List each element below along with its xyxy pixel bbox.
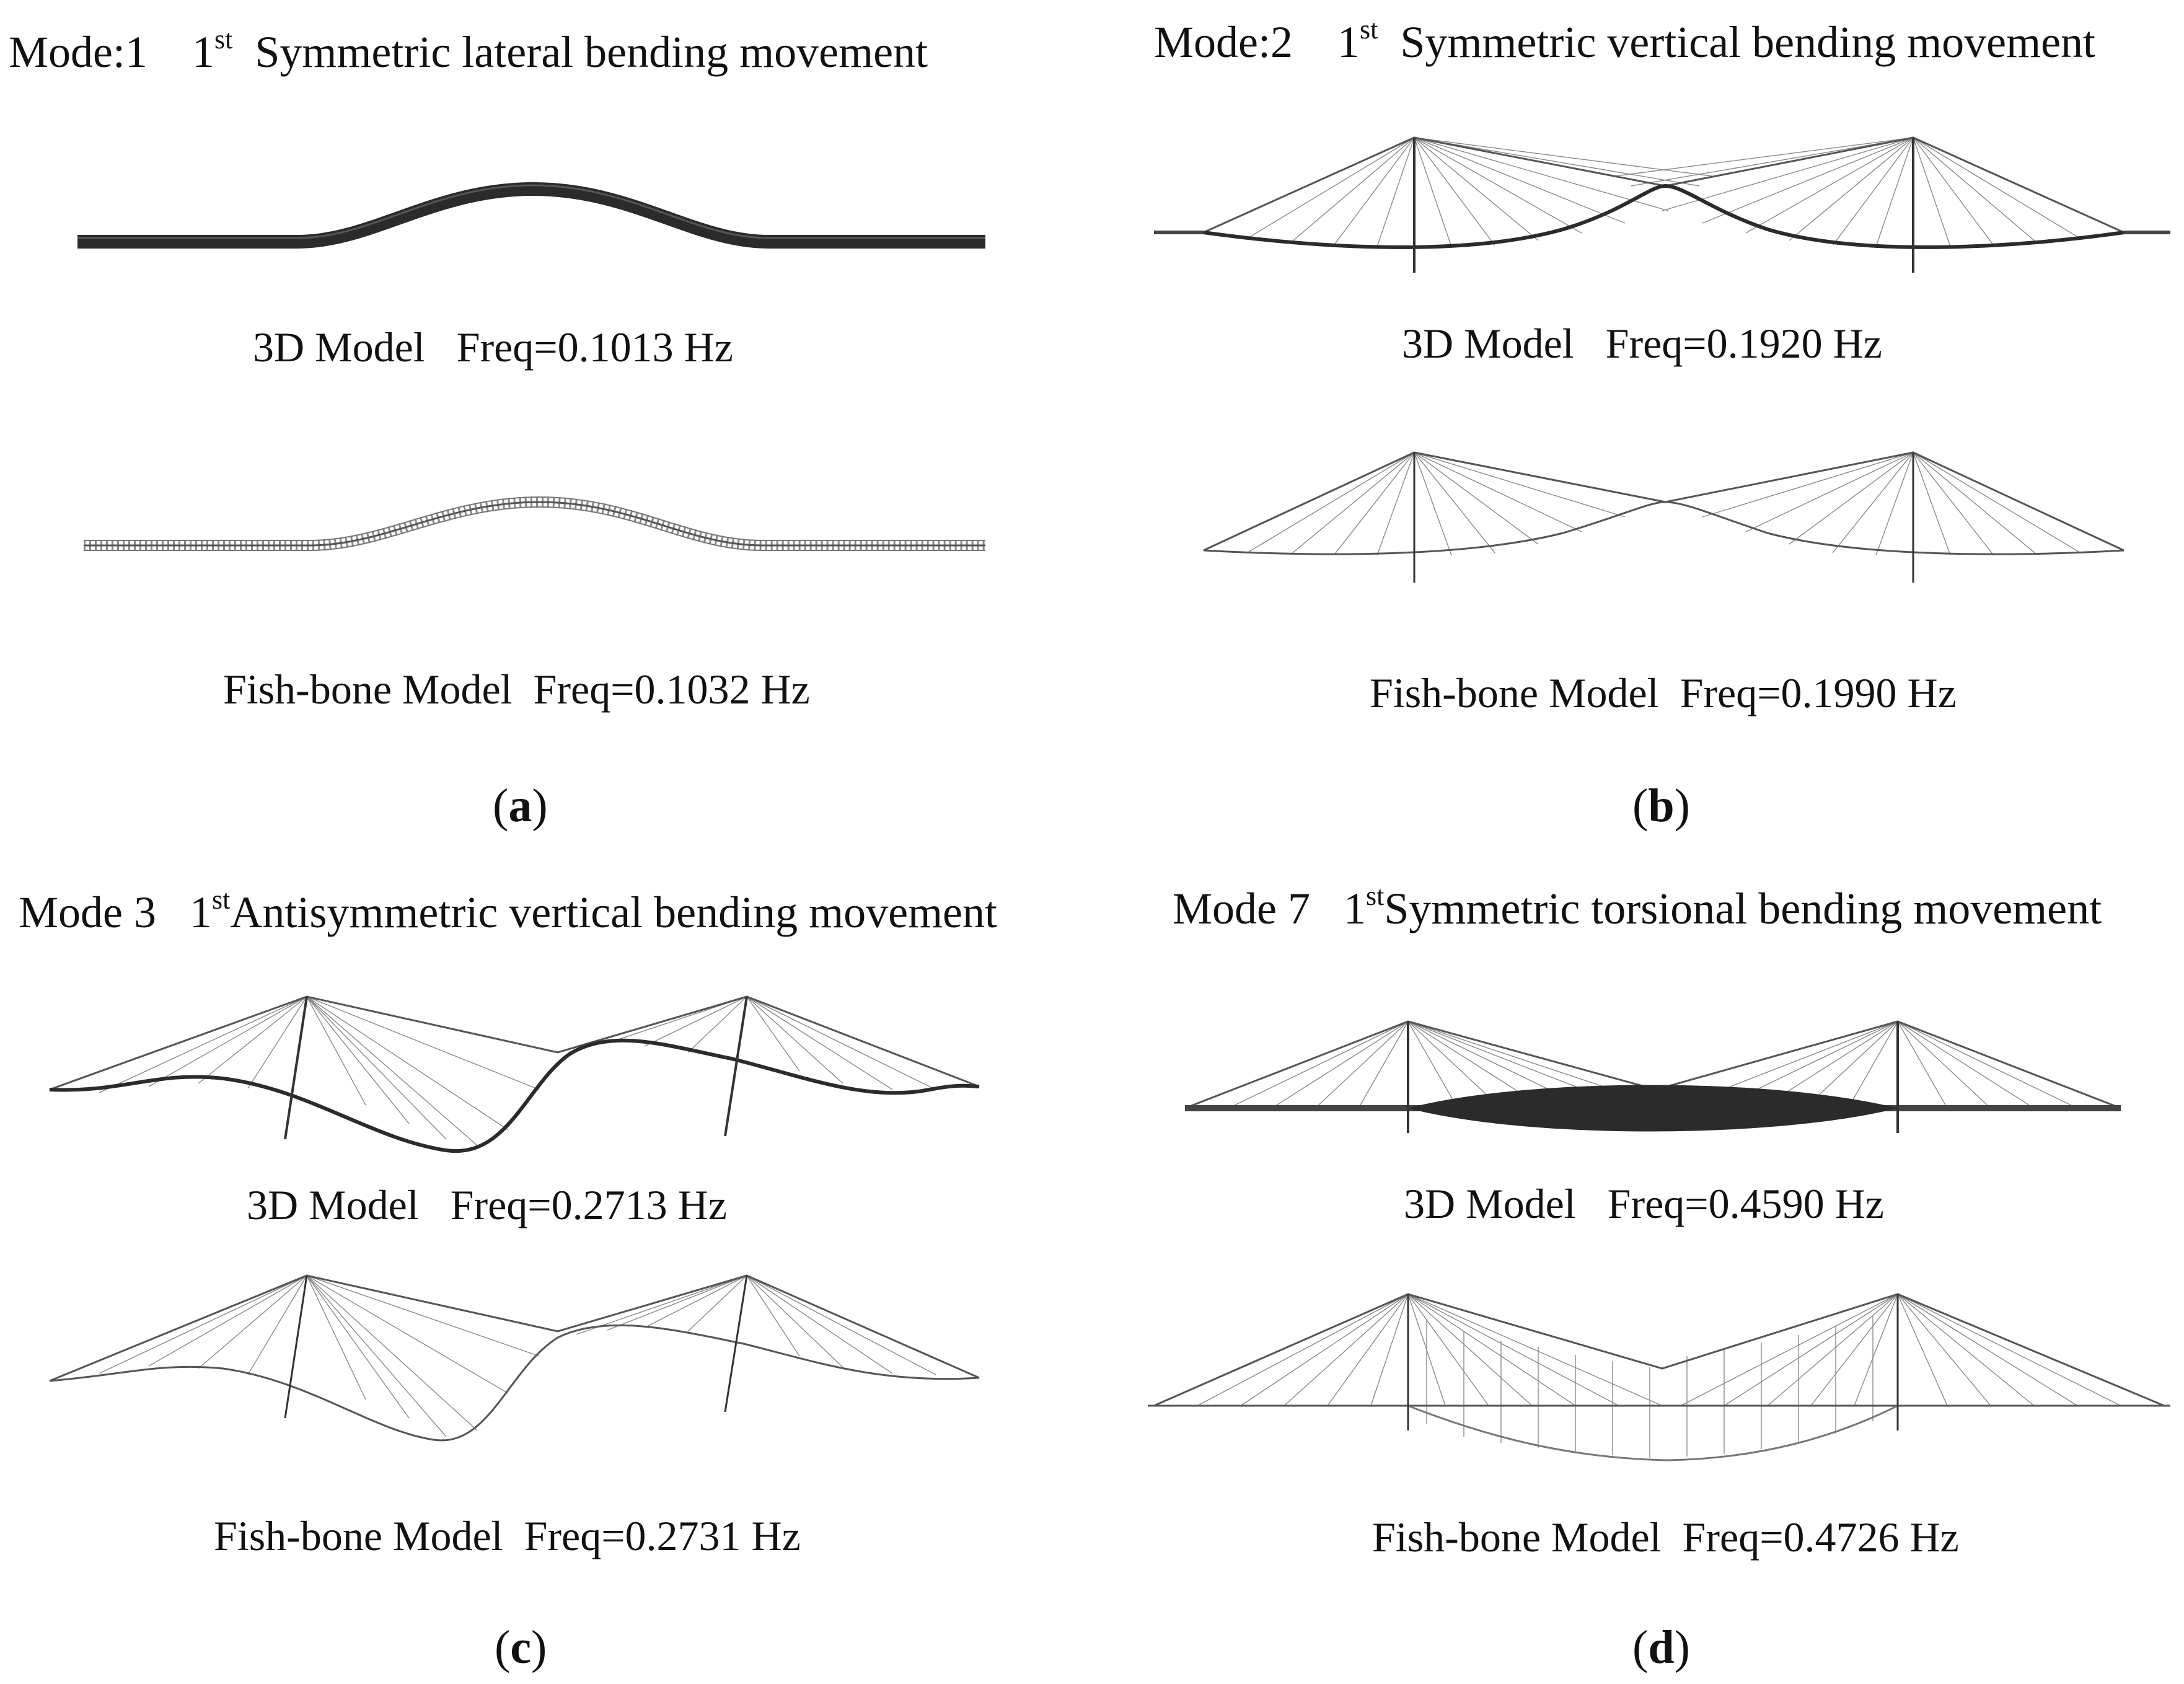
label-fishbone-model: Fish-bone Model Freq=0.1032 Hz [223,668,810,710]
mode-title: Mode:2 1st Symmetric vertical bending mo… [1154,16,2096,67]
panel-b-mode-2: Mode:2 1st Symmetric vertical bending mo… [1092,0,2184,842]
mode-number: Mode:2 [1154,17,1293,67]
frequency-value: Freq=0.1013 Hz [456,324,733,371]
frequency-value: Freq=0.1990 Hz [1680,669,1957,716]
mode-shape-3d-torsional [1184,1020,2121,1133]
model-name: 3D Model [1404,1180,1576,1227]
panel-letter: (b) [1632,780,1690,832]
frequency-value: Freq=0.2731 Hz [524,1512,801,1559]
mode-title: Mode 3 1stAntisymmetric vertical bending… [19,886,998,937]
mode-shape-3d-lateral [77,182,985,249]
movement-description: Symmetric lateral bending movement [255,27,928,77]
model-name: 3D Model [247,1181,419,1228]
ordinal-suffix: st [1359,14,1378,45]
mode-shape-3d-antisymmetric [49,995,980,1153]
mode-shape-fishbone-torsional [1148,1293,2170,1461]
model-name: Fish-bone Model [214,1512,503,1559]
panel-c-mode-3: Mode 3 1stAntisymmetric vertical bending… [0,842,1092,1683]
ordinal: 1 [1337,17,1360,67]
frequency-value: Freq=0.4726 Hz [1682,1514,1959,1561]
model-name: Fish-bone Model [1370,669,1659,716]
mode-shape-fishbone-lateral [84,496,985,551]
model-name: Fish-bone Model [1372,1514,1662,1561]
mode-shape-fishbone-antisymmetric [49,1274,980,1442]
label-fishbone-model: Fish-bone Model Freq=0.1990 Hz [1370,672,1957,714]
label-3d-model: 3D Model Freq=0.1920 Hz [1402,322,1882,364]
ordinal-suffix: st [211,884,231,915]
frequency-value: Freq=0.1920 Hz [1605,320,1882,367]
panel-letter: (a) [493,780,548,832]
mode-shape-3d-vertical [1154,136,2170,273]
mode-title: Mode 7 1stSymmetric torsional bending mo… [1173,883,2102,933]
model-name: 3D Model [1402,320,1574,367]
ordinal: 1 [192,27,214,77]
movement-description: Antisymmetric vertical bending movement [230,888,998,937]
panel-letter: (d) [1632,1621,1690,1673]
mode-number: Mode 7 [1173,884,1310,933]
ordinal-suffix: st [1365,881,1385,911]
label-3d-model: 3D Model Freq=0.2713 Hz [247,1184,727,1226]
label-3d-model: 3D Model Freq=0.1013 Hz [253,326,733,368]
ordinal: 1 [189,888,212,937]
mode-shape-fishbone-vertical [1203,451,2125,583]
mode-number: Mode 3 [19,888,156,937]
panel-d-mode-7: Mode 7 1stSymmetric torsional bending mo… [1092,842,2184,1683]
frequency-value: Freq=0.2713 Hz [450,1181,727,1228]
frequency-value: Freq=0.4590 Hz [1607,1180,1884,1227]
panel-letter: (c) [495,1621,547,1673]
frequency-value: Freq=0.1032 Hz [533,666,810,713]
mode-number: Mode:1 [9,27,148,77]
ordinal-suffix: st [214,24,233,55]
label-fishbone-model: Fish-bone Model Freq=0.4726 Hz [1372,1516,1959,1558]
panel-a-mode-1: Mode:1 1st Symmetric lateral bending mov… [0,0,1092,842]
movement-description: Symmetric torsional bending movement [1384,884,2102,933]
mode-title: Mode:1 1st Symmetric lateral bending mov… [9,26,928,77]
ordinal: 1 [1343,884,1366,933]
movement-description: Symmetric vertical bending movement [1400,17,2096,67]
model-name: Fish-bone Model [223,666,513,713]
model-name: 3D Model [253,324,425,371]
label-fishbone-model: Fish-bone Model Freq=0.2731 Hz [214,1515,801,1557]
label-3d-model: 3D Model Freq=0.4590 Hz [1404,1183,1884,1225]
